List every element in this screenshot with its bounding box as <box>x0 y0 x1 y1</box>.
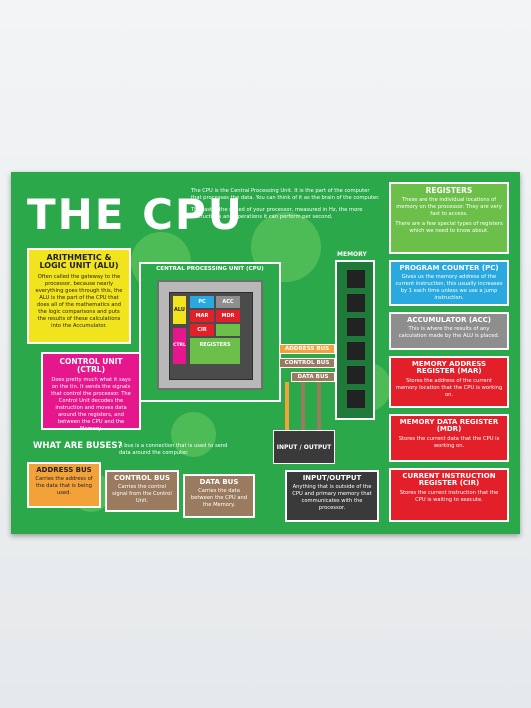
ctrl-box: CONTROL UNIT (CTRL) Does pretty much wha… <box>41 352 141 432</box>
registers-paragraph-2: There are a few special types of registe… <box>395 220 503 234</box>
pc-box: PROGRAM COUNTER (PC) Gives us the memory… <box>389 260 509 306</box>
cpu-poster: THE CPU The CPU is the Central Processin… <box>11 172 520 534</box>
memory-label: MEMORY <box>337 251 367 258</box>
chip-register-cell <box>216 324 240 336</box>
alu-title: ARITHMETIC & LOGIC UNIT (ALU) <box>39 253 119 271</box>
intro-paragraph-1: The CPU is the Central Processing Unit. … <box>191 188 380 202</box>
registers-box: REGISTERS These are the individual locat… <box>389 182 509 254</box>
intro-text: The CPU is the Central Processing Unit. … <box>191 188 381 221</box>
address-bus-line: ADDRESS BUS <box>279 344 335 354</box>
memory-chip <box>347 342 365 360</box>
memory-module <box>335 260 375 420</box>
ctrl-text: Does pretty much what it says on the tin… <box>51 376 131 432</box>
alu-text: Often called the gateway to the processo… <box>35 273 123 329</box>
cpu-chip: ALU CTRL PC ACC MAR MDR CIR REGISTERS <box>157 280 263 390</box>
cir-text: Stores the current instruction that the … <box>399 489 499 503</box>
chip-mdr: MDR <box>216 310 240 322</box>
poster-title: THE CPU <box>27 190 244 239</box>
chip-acc: ACC <box>216 296 240 308</box>
bus-connector-brown <box>301 382 305 430</box>
memory-chip <box>347 318 365 336</box>
memory-chip <box>347 270 365 288</box>
cpu-diagram-label: CENTRAL PROCESSING UNIT (CPU) <box>156 266 264 272</box>
bokeh-decoration <box>171 412 216 457</box>
buses-text: A bus is a connection that is used to se… <box>119 443 228 457</box>
chip-mar: MAR <box>190 310 214 322</box>
registers-paragraph-1: These are the individual locations of me… <box>396 196 502 217</box>
data-bus-title: DATA BUS <box>199 478 239 486</box>
address-bus-title: ADDRESS BUS <box>36 466 92 474</box>
mdr-box: MEMORY DATA REGISTER (MDR) Stores the cu… <box>389 414 509 462</box>
buses-heading: WHAT ARE BUSES? <box>33 441 123 451</box>
address-bus-box: ADDRESS BUS Carries the address of the d… <box>27 462 101 508</box>
acc-title: ACCUMULATOR (ACC) <box>406 316 491 324</box>
pc-text: Gives us the memory address of the curre… <box>395 274 503 302</box>
io-title: INPUT/OUTPUT <box>302 474 362 482</box>
memory-chip <box>347 390 365 408</box>
control-bus-line: CONTROL BUS <box>279 358 335 368</box>
memory-chip <box>347 366 365 384</box>
ctrl-title: CONTROL UNIT (CTRL) <box>59 357 123 374</box>
cpu-diagram-frame: CENTRAL PROCESSING UNIT (CPU) ALU CTRL P… <box>139 262 281 402</box>
chip-cir: CIR <box>190 324 214 336</box>
chip-registers: REGISTERS <box>190 338 240 364</box>
cir-title: CURRENT INSTRUCTION REGISTER (CIR) <box>402 472 496 488</box>
mdr-text: Stores the current data that the CPU is … <box>398 435 500 449</box>
mar-box: MEMORY ADDRESS REGISTER (MAR) Stores the… <box>389 356 509 408</box>
alu-box: ARITHMETIC & LOGIC UNIT (ALU) Often call… <box>27 248 131 344</box>
memory-chip <box>347 294 365 312</box>
data-bus-text: Carries the data between the CPU and the… <box>190 488 248 509</box>
mar-title: MEMORY ADDRESS REGISTER (MAR) <box>411 360 487 376</box>
chip-ctrl: CTRL <box>173 328 186 364</box>
control-bus-text: Carries the control signal from the Cont… <box>112 484 172 505</box>
mar-text: Stores the address of the current memory… <box>395 377 503 398</box>
pc-title: PROGRAM COUNTER (PC) <box>399 264 499 272</box>
address-bus-text: Carries the address of the data that is … <box>35 476 93 497</box>
chip-pc: PC <box>190 296 214 308</box>
registers-title: REGISTERS <box>425 186 473 195</box>
bus-connector-brown <box>317 382 321 430</box>
data-bus-box: DATA BUS Carries the data between the CP… <box>183 474 255 518</box>
bus-connector-orange <box>285 382 289 430</box>
acc-text: This is where the results of any calcula… <box>398 326 500 340</box>
acc-box: ACCUMULATOR (ACC) This is where the resu… <box>389 312 509 350</box>
data-bus-line: DATA BUS <box>291 372 335 382</box>
io-text: Anything that is outside of the CPU and … <box>292 484 372 512</box>
mdr-title: MEMORY DATA REGISTER (MDR) <box>399 418 499 434</box>
intro-paragraph-2: The faster the speed of your processor, … <box>191 207 363 221</box>
control-bus-title: CONTROL BUS <box>113 474 171 482</box>
chip-alu: ALU <box>173 296 186 324</box>
io-device: INPUT / OUTPUT <box>273 430 335 464</box>
cir-box: CURRENT INSTRUCTION REGISTER (CIR) Store… <box>389 468 509 522</box>
io-box: INPUT/OUTPUT Anything that is outside of… <box>285 470 379 522</box>
control-bus-box: CONTROL BUS Carries the control signal f… <box>105 470 179 512</box>
